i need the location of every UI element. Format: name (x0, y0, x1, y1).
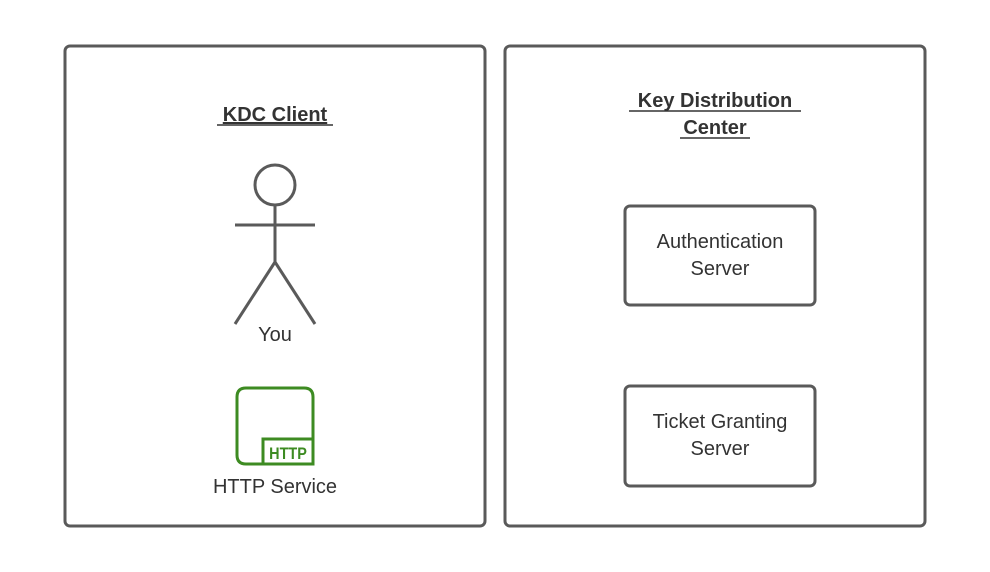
http-icon-text: HTTP (269, 445, 307, 463)
tgs-line1: Ticket Granting (653, 411, 788, 433)
kdc-title-line2: Center (683, 117, 747, 139)
http-service-icon: HTTP (235, 386, 315, 466)
auth-server-line2: Server (691, 258, 750, 280)
kdc-client-title: KDC Client (223, 104, 328, 126)
ticket-granting-server-box: Ticket Granting Server (623, 384, 817, 488)
kdc-title-line1: Key Distribution (638, 90, 792, 112)
tgs-line2: Server (691, 438, 750, 460)
user-actor-icon (233, 163, 317, 325)
authentication-server-box: Authentication Server (623, 204, 817, 307)
http-service-label: HTTP Service (213, 476, 337, 498)
auth-server-line1: Authentication (657, 231, 784, 253)
actor-label: You (258, 324, 292, 346)
kdc-client-container (63, 44, 487, 528)
